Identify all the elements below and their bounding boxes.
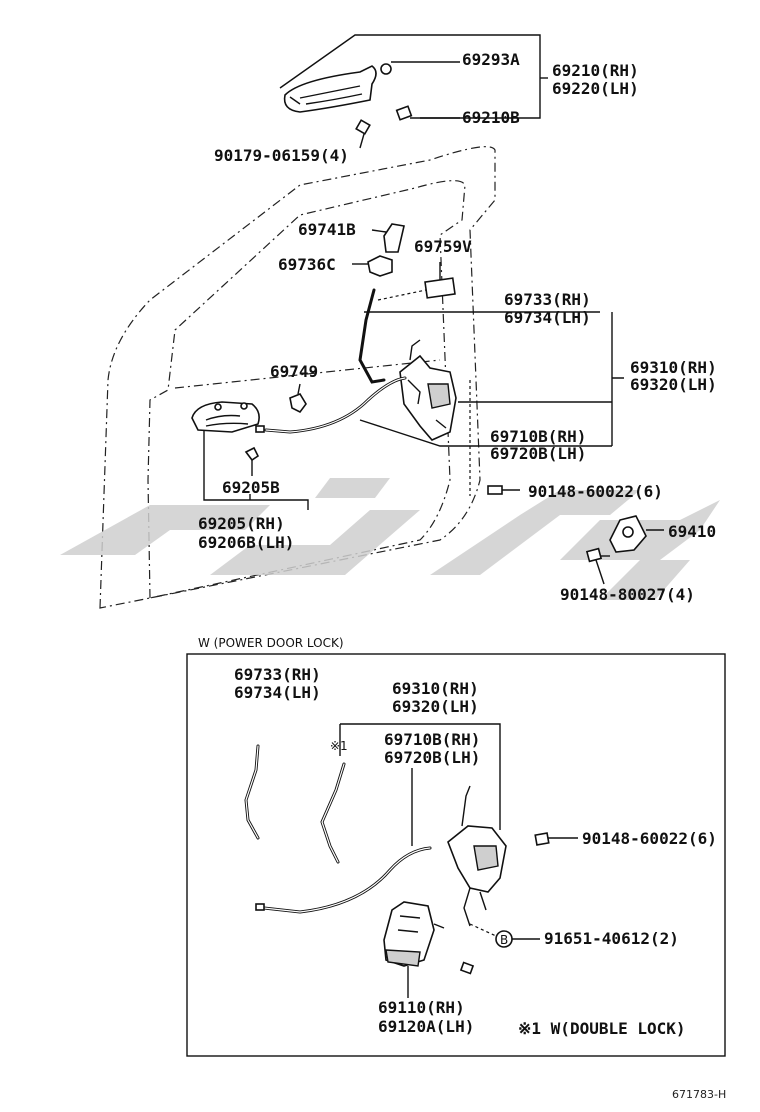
label-90179-06159: 90179-06159(4) bbox=[214, 146, 349, 165]
label-69293a: 69293A bbox=[462, 50, 520, 69]
lock-rod-69733 bbox=[358, 288, 386, 384]
inset-lock-motor-69110 bbox=[383, 901, 445, 967]
bracket-outside-handle bbox=[279, 34, 541, 119]
label-90148-80027: 90148-80027(4) bbox=[560, 585, 695, 604]
inset-label-69110-rh: 69110(RH) bbox=[378, 998, 465, 1017]
label-69734-lh: 69734(LH) bbox=[504, 308, 591, 327]
inside-door-handle bbox=[191, 401, 260, 433]
inset-note-marker: ※1 bbox=[330, 739, 348, 753]
clip-69749 bbox=[289, 383, 307, 414]
inset-door-lock-assembly bbox=[447, 785, 507, 927]
dash-knob-link bbox=[377, 289, 427, 301]
bracket-inside-handle bbox=[203, 430, 309, 510]
inset-frame bbox=[186, 653, 726, 1057]
screw-90179 bbox=[355, 119, 371, 149]
inset-bracket-lock bbox=[340, 723, 501, 830]
watermark-logo bbox=[60, 478, 720, 600]
inset-note-double-lock: ※1 W(DOUBLE LOCK) bbox=[518, 1019, 686, 1038]
label-69736c: 69736C bbox=[278, 255, 336, 274]
inset-cable-69710b bbox=[255, 846, 432, 914]
knob-69736c bbox=[352, 255, 393, 277]
pad-69759v bbox=[424, 262, 456, 299]
inset-label-69733-rh: 69733(RH) bbox=[234, 665, 321, 684]
inset-label-69120a-lh: 69120A(LH) bbox=[378, 1017, 474, 1036]
inset-lock-rod-69733 bbox=[244, 744, 260, 840]
label-69749: 69749 bbox=[270, 362, 318, 381]
inset-motor-screw bbox=[459, 961, 475, 975]
inset-label-69734-lh: 69734(LH) bbox=[234, 683, 321, 702]
label-90148-60022: 90148-60022(6) bbox=[528, 482, 663, 501]
label-69720b-lh: 69720B(LH) bbox=[490, 444, 586, 463]
door-outline bbox=[99, 146, 496, 609]
bracket-lock bbox=[480, 312, 624, 447]
label-69220-lh: 69220(LH) bbox=[552, 79, 639, 98]
label-69741b: 69741B bbox=[298, 220, 356, 239]
striker-screw-90148-80027 bbox=[585, 547, 610, 585]
label-69710b-rh: 69710B(RH) bbox=[490, 427, 586, 446]
label-69206b-lh: 69206B(LH) bbox=[198, 533, 294, 552]
inset-label-69710b-rh: 69710B(RH) bbox=[384, 730, 480, 749]
door-lock-assembly bbox=[399, 339, 457, 441]
inset-circle-b-label: B bbox=[500, 933, 508, 947]
pad-69210b bbox=[395, 105, 460, 121]
inset-caption: W (POWER DOOR LOCK) bbox=[198, 636, 344, 650]
inset-label-69320-lh: 69320(LH) bbox=[392, 697, 479, 716]
striker-screw-90148 bbox=[487, 485, 520, 495]
clip-69293a bbox=[380, 61, 460, 75]
label-69205b: 69205B bbox=[222, 478, 280, 497]
label-69733-rh: 69733(RH) bbox=[504, 290, 591, 309]
cable-69710b bbox=[255, 376, 407, 434]
diagram-code: 671783-H bbox=[672, 1088, 726, 1101]
lock-knob-bezel-69741b bbox=[371, 223, 405, 253]
label-69210b: 69210B bbox=[462, 108, 520, 127]
label-69320-lh: 69320(LH) bbox=[630, 375, 717, 394]
inset-label-69720b-lh: 69720B(LH) bbox=[384, 748, 480, 767]
inset-label-91651: 91651-40612(2) bbox=[544, 929, 679, 948]
label-69210-rh: 69210(RH) bbox=[552, 61, 639, 80]
door-striker-69410 bbox=[609, 515, 664, 553]
label-69410: 69410 bbox=[668, 522, 716, 541]
inset-lock-rod-double-lock bbox=[320, 762, 346, 864]
label-69310-rh: 69310(RH) bbox=[630, 358, 717, 377]
inset-label-90148-60022: 90148-60022(6) bbox=[582, 829, 717, 848]
inset-screw-91651 bbox=[469, 923, 540, 948]
label-69759v: 69759V bbox=[414, 237, 472, 256]
label-69205-rh: 69205(RH) bbox=[198, 514, 285, 533]
inset-label-69310-rh: 69310(RH) bbox=[392, 679, 479, 698]
leader-69710b bbox=[359, 419, 480, 447]
outside-door-handle bbox=[283, 65, 377, 113]
bush-69205b bbox=[244, 446, 260, 476]
inset-screw-90148 bbox=[534, 832, 578, 846]
